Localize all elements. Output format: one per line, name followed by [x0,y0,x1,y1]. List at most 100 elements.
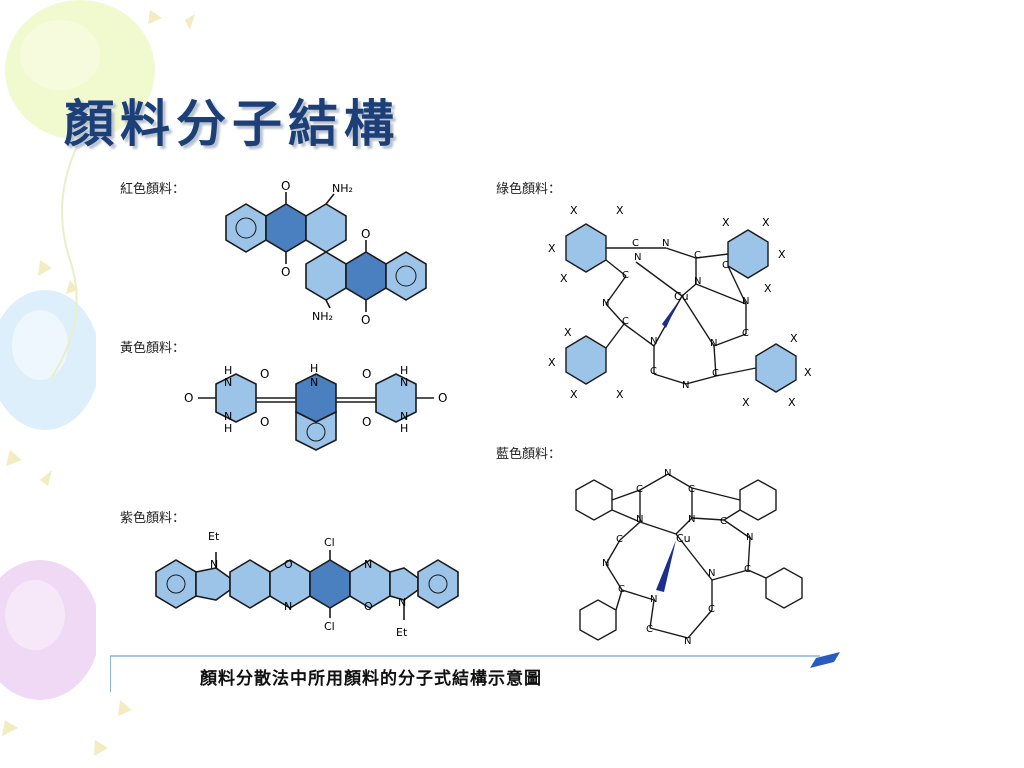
green-ring-bl [565,335,607,385]
blue-carbon-8: C [646,624,653,635]
blue-nitrogen-bottom: N [684,636,691,647]
balloon-blue-highlight [12,310,68,380]
purple-nitrogen-top: N [210,558,218,571]
yellow-oxygen-tl: O [260,367,269,381]
purple-nitrogen-lower-left: N [284,600,292,613]
red-ring-lower-right [385,251,427,301]
green-carbon-6: C [742,328,749,339]
green-nitrogen-2: N [634,252,641,263]
balloon-string [49,139,81,381]
blue-pigment-label: 藍色顏料： [496,447,562,462]
yellow-pigment-label: 黃色顏料： [120,341,186,356]
yellow-oxygen-right: O [438,391,447,405]
blue-carbon-3: C [720,516,727,527]
yellow-hydrogen-1: H [224,364,232,377]
green-x-11: X [570,388,578,401]
yellow-nitrogen-4: N [400,376,408,389]
slide-title: 顏料分子結構 [64,94,400,153]
blue-ring-br [765,567,803,609]
green-nitrogen-8: N [682,380,689,391]
yellow-nitrogen-3: N [310,376,318,389]
red-ring-lower-middle [345,251,387,301]
yellow-ring-left [215,373,257,423]
green-nitrogen-1: N [662,238,669,249]
green-copper: Cu [674,290,689,303]
yellow-nitrogen-1: N [224,376,232,389]
yellow-oxygen-bl: O [260,415,269,429]
purple-pigment-label: 紫色顏料： [120,511,186,526]
yellow-hydrogen-5: H [400,422,408,435]
green-x-14: X [804,366,812,379]
green-x-10: X [548,356,556,369]
yellow-hydrogen-4: H [400,364,408,377]
purple-ring-1 [155,559,197,609]
blue-nitrogen-4: N [602,558,609,569]
green-x-13: X [790,332,798,345]
figure-caption: 顏料分散法中所用顏料的分子式結構示意圖 [200,669,542,689]
green-ring-tr [727,229,769,279]
green-ring-br [755,343,797,393]
yellow-ring-center-lower [295,410,337,451]
red-oxygen-top: O [281,179,290,193]
green-carbon-8: C [712,368,719,379]
green-x-6: X [762,216,770,229]
blue-carbon-4: C [616,534,623,545]
blue-nitrogen-5: N [708,568,715,579]
green-x-16: X [788,396,796,409]
red-oxygen-upper-right: O [361,227,370,241]
red-oxygen-bottom: O [361,313,370,326]
green-x-4: X [560,272,568,285]
red-amine-top: NH₂ [332,182,353,195]
balloon-purple-highlight [5,580,65,650]
blue-carbon-7: C [708,604,715,615]
caption-rule [110,652,840,692]
red-amine-bottom: NH₂ [312,310,333,323]
green-x-1: X [570,204,578,217]
blue-ring-bl [579,599,617,641]
purple-pigment-structure: Et N O Cl N N Cl O N Et [155,530,459,639]
green-ring-tl [565,223,607,273]
purple-ethyl-bottom: Et [396,626,408,639]
green-nitrogen-4: N [602,298,609,309]
green-pigment-structure: Cu C N C C N N C N N C N N C C N C X X X… [548,204,812,409]
green-copper-wedge [662,302,678,328]
yellow-oxygen-tr: O [362,367,371,381]
yellow-ring-right [375,373,417,423]
red-ring-lower-left [305,251,347,301]
blue-ring-tl [575,479,613,521]
purple-nitrogen-bottom: N [398,596,406,609]
blue-nitrogen-top: N [664,468,671,479]
yellow-nitrogen-5: N [400,410,408,423]
yellow-nitrogen-2: N [224,410,232,423]
green-nitrogen-3: N [694,276,701,287]
purple-chlorine-top: Cl [324,536,335,549]
pigment-structure-figure: 紅色顏料： 黃色顏料： 紫色顏料： 綠色顏料： 藍色顏料： O O O O NH… [96,168,848,696]
blue-carbon-1: C [636,484,643,495]
red-pigment-structure: O O O O NH₂ NH₂ [225,179,427,326]
green-x-15: X [742,396,750,409]
green-pigment-label: 綠色顏料： [496,182,562,197]
green-x-12: X [616,388,624,401]
green-carbon-3: C [622,270,629,281]
purple-ring-8 [417,559,459,609]
purple-chlorine-bottom: Cl [324,620,335,633]
blue-carbon-2: C [688,484,695,495]
green-x-8: X [764,282,772,295]
red-ring-left [225,203,267,253]
green-carbon-5: C [622,316,629,327]
green-x-7: X [778,248,786,261]
green-nitrogen-5: N [742,296,749,307]
green-x-2: X [616,204,624,217]
blue-ring-tr [739,479,777,521]
purple-oxygen-bottom: O [364,600,373,613]
yellow-oxygen-left: O [184,391,193,405]
green-x-9: X [564,326,572,339]
blue-pigment-structure: Cu N C C N N C C N N N C C N C C N [575,468,803,647]
confetti [2,10,195,756]
purple-ethyl-top: Et [208,530,220,543]
purple-oxygen-top: O [284,558,293,571]
red-ring-middle [265,203,307,253]
red-oxygen-mid: O [281,265,290,279]
blue-nitrogen-6: N [650,594,657,605]
